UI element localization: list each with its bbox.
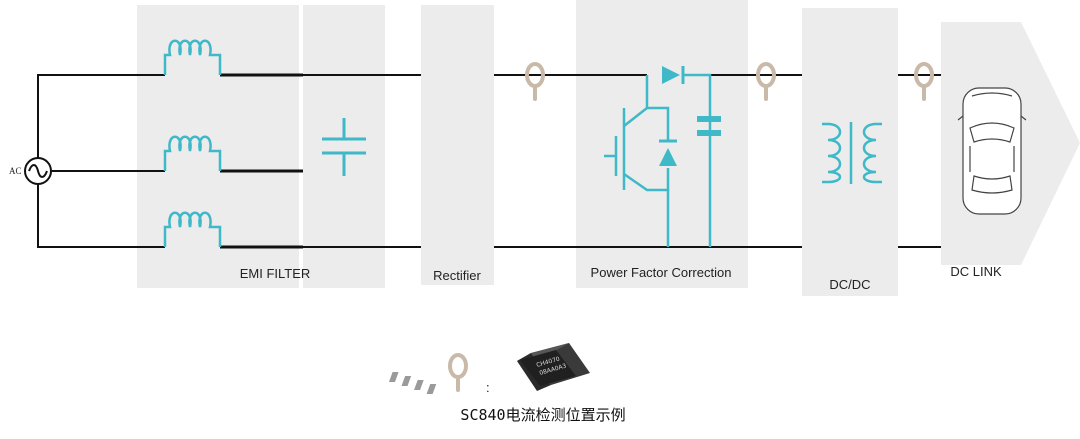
block-label-dc-link: DC LINK xyxy=(950,264,1002,279)
inductor-icon xyxy=(163,39,222,247)
sc840-chip-icon: CH4070 08AA0A3 xyxy=(388,343,590,394)
car-icon xyxy=(957,87,1027,215)
legend-sensor-icon xyxy=(448,353,468,392)
block-label-dcdc: DC/DC xyxy=(829,277,870,292)
ac-label: AC xyxy=(9,166,22,176)
current-sensor-icon xyxy=(525,62,545,101)
block-label-emi-filter: EMI FILTER xyxy=(240,266,311,281)
transformer-icon xyxy=(822,122,882,184)
current-sensor-icon xyxy=(914,62,934,101)
current-sensor-icon xyxy=(756,62,776,101)
pfc-circuit xyxy=(604,73,712,247)
bold-wire-ends xyxy=(220,73,303,249)
ac-source-icon xyxy=(24,157,52,185)
diode-icon xyxy=(659,128,677,166)
boost-diode-icon xyxy=(662,66,700,84)
block-label-pfc: Power Factor Correction xyxy=(591,265,732,280)
rectifier-block xyxy=(421,5,494,285)
legend-separator: : xyxy=(486,380,490,395)
block-label-rectifier: Rectifier xyxy=(433,268,481,283)
pfc-capacitor-icon xyxy=(697,116,721,136)
pfc-block xyxy=(576,0,748,288)
emi-filter-block-right xyxy=(303,5,385,288)
legend-caption: SC840电流检测位置示例 xyxy=(460,406,625,424)
igbt-icon xyxy=(614,107,650,192)
capacitor-icon xyxy=(322,118,366,176)
